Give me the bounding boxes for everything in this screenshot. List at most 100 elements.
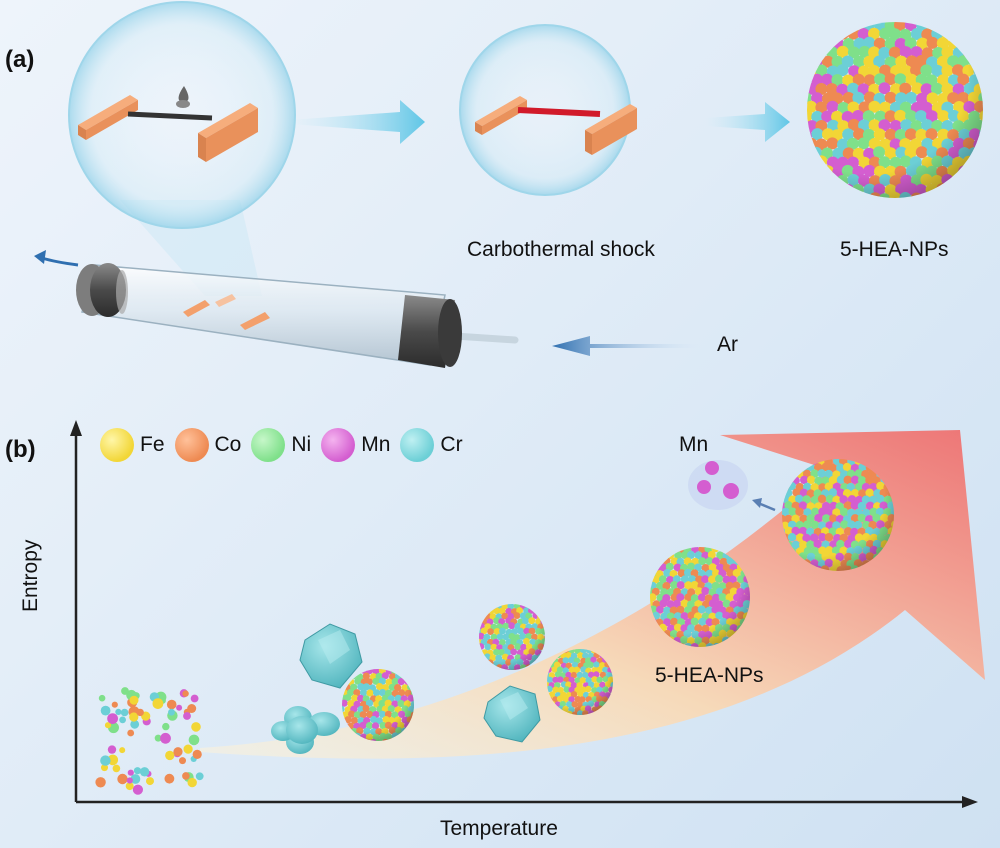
metal-atom — [659, 547, 668, 548]
metal-atom — [410, 678, 414, 686]
metal-atom — [541, 649, 545, 657]
process-arrow-1 — [290, 100, 425, 144]
metal-atom — [516, 597, 523, 604]
metal-atom — [481, 669, 489, 670]
metal-atom — [670, 547, 679, 553]
metal-atom — [807, 193, 817, 198]
metal-atom — [481, 604, 489, 605]
metal-atom — [650, 582, 651, 591]
metal-atom — [788, 459, 797, 467]
metal-atom — [962, 174, 975, 186]
legend-dot — [251, 428, 286, 462]
metal-atom — [397, 669, 405, 675]
metal-atom — [807, 56, 813, 68]
metal-atom — [815, 22, 828, 23]
precursor-atom — [152, 698, 164, 709]
metal-atom — [543, 604, 545, 609]
metal-atom — [807, 38, 812, 50]
metal-atom — [550, 642, 556, 648]
precursor-atom — [101, 764, 108, 772]
metal-atom — [403, 669, 411, 676]
metal-atom — [728, 547, 737, 548]
metal-atom — [791, 463, 801, 472]
metal-atom — [921, 10, 933, 22]
precursor-atom — [183, 744, 193, 754]
x-axis-label: Temperature — [440, 817, 558, 840]
precursor-atom — [126, 777, 133, 784]
metal-atom — [559, 649, 567, 650]
precursor-atom — [183, 712, 191, 720]
metal-atom — [815, 27, 828, 40]
metal-atom — [973, 192, 983, 198]
metal-atom — [807, 155, 808, 168]
metal-atom — [673, 539, 681, 547]
metal-atom — [952, 174, 965, 187]
metal-atom — [837, 9, 849, 21]
panel-b-graphics — [70, 420, 985, 808]
metal-atom — [540, 597, 547, 604]
precursor-atom — [187, 704, 197, 713]
metal-atom — [962, 28, 975, 41]
metal-atom — [968, 183, 981, 196]
metal-atom — [551, 649, 558, 655]
panel-a-label: (a) — [5, 46, 35, 73]
metal-atom — [827, 28, 839, 41]
metal-atom — [543, 623, 545, 630]
precursor-atom — [127, 729, 135, 737]
metal-atom — [486, 604, 494, 605]
metal-atom — [641, 570, 649, 578]
precursor-atom — [182, 772, 190, 780]
metal-atom — [363, 661, 370, 668]
metal-atom — [782, 495, 783, 504]
metal-atom — [722, 539, 730, 547]
metal-atom — [480, 659, 488, 667]
metal-atom — [486, 669, 494, 670]
metal-atom — [413, 683, 414, 691]
precursor-atom — [160, 732, 171, 744]
precursor-atom — [195, 772, 204, 781]
metal-atom — [650, 547, 658, 554]
precursor-atom — [164, 773, 175, 784]
precursor-atom — [117, 773, 128, 785]
metal-atom — [973, 47, 983, 60]
element-legend: Fe Co Ni Mn Cr — [100, 428, 467, 462]
metal-atom — [702, 538, 710, 546]
metal-atom — [646, 539, 654, 547]
metal-atom — [479, 608, 483, 615]
metal-atom — [483, 604, 491, 610]
metal-atom — [656, 547, 664, 554]
precursor-atom — [173, 747, 183, 757]
metal-atom — [974, 174, 983, 187]
metal-atom — [794, 65, 806, 77]
metal-atom — [795, 193, 807, 205]
metal-atom — [957, 22, 970, 31]
metal-atom — [815, 192, 828, 198]
precursor-atom — [120, 708, 129, 717]
legend-label: Ni — [291, 433, 312, 456]
precursor-atom — [112, 764, 121, 773]
metal-atom — [953, 10, 965, 22]
metal-atom — [541, 607, 545, 614]
metal-atom — [968, 22, 981, 31]
precursor-atom — [165, 750, 175, 761]
metal-atom — [369, 669, 377, 670]
precursor-atom — [179, 757, 186, 765]
metal-atom — [978, 73, 983, 86]
metal-atom — [807, 155, 819, 168]
heated-carbon-film — [517, 107, 601, 117]
metal-atom — [958, 183, 971, 196]
metal-atom — [957, 36, 970, 49]
metal-atom — [978, 165, 983, 178]
metal-atom — [832, 184, 845, 197]
precursor-atom — [136, 708, 144, 717]
metal-atom — [479, 648, 482, 656]
copper-electrodes-1 — [78, 95, 258, 162]
precursor-atom — [98, 694, 106, 702]
panel-a-graphics — [34, 1, 983, 368]
legend-label: Mn — [361, 433, 391, 456]
metal-atom — [951, 192, 964, 198]
metal-atom — [535, 604, 542, 605]
metal-atom — [483, 664, 491, 670]
metal-atom — [782, 488, 786, 497]
precursor-atom — [107, 713, 118, 724]
